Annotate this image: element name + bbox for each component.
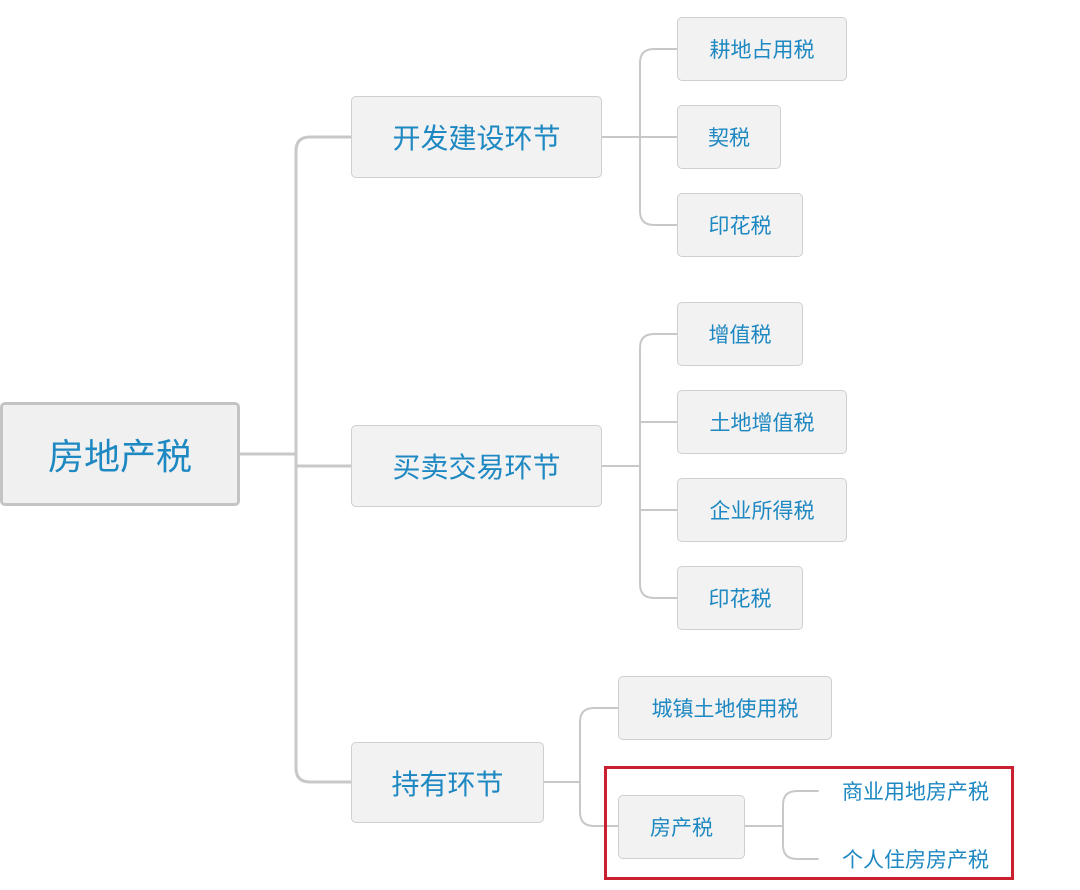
tax-node-corporate-income: 企业所得税: [677, 478, 847, 542]
tax-node-farmland-occupation: 耕地占用税: [677, 17, 847, 81]
stage-development: 开发建设环节: [351, 96, 602, 178]
highlight-box: [604, 766, 1014, 880]
tax-node-property: 房产税: [618, 795, 745, 859]
subtype-residential-property-tax: 个人住房房产税: [842, 848, 989, 872]
tax-node-vat: 增值税: [677, 302, 803, 366]
tax-node-land-value-increment: 土地增值税: [677, 390, 847, 454]
stage-holding: 持有环节: [351, 742, 544, 823]
subtype-commercial-property-tax: 商业用地房产税: [842, 780, 989, 804]
tax-node-deed: 契税: [677, 105, 781, 169]
root-node: 房地产税: [0, 402, 240, 506]
tax-node-urban-land-use: 城镇土地使用税: [618, 676, 832, 740]
tax-node-stamp-development: 印花税: [677, 193, 803, 257]
stage-transaction: 买卖交易环节: [351, 425, 602, 507]
tax-node-stamp-transaction: 印花税: [677, 566, 803, 630]
